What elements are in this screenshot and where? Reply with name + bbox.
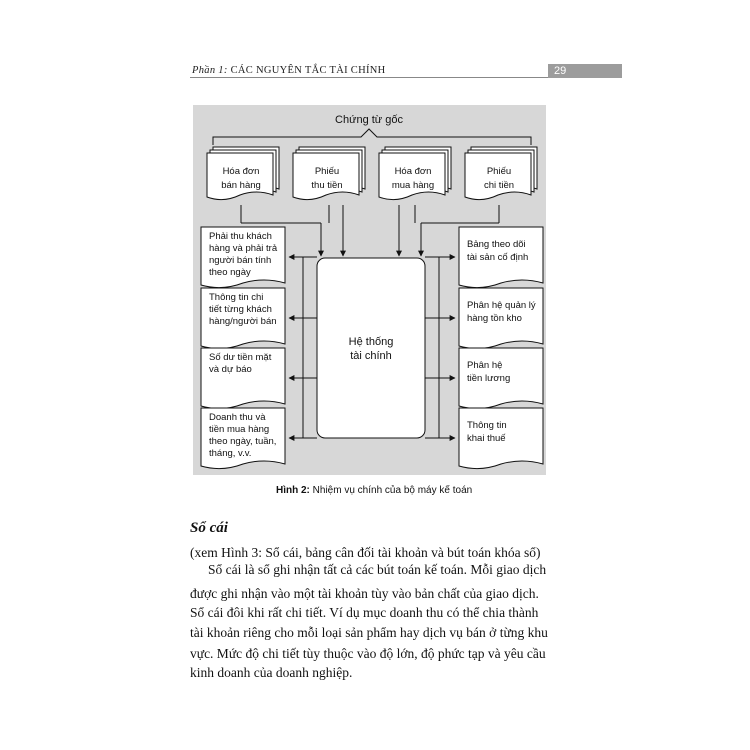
source-documents-label: Chứng từ gốc (335, 114, 403, 126)
left-output-label: Số dư tiền mặt (209, 352, 272, 363)
caption-label: Hình 2: (276, 485, 310, 496)
paragraph-line: vực. Mức độ chi tiết tùy thuộc vào độ lớ… (190, 646, 546, 661)
input-document-sheet (464, 152, 532, 201)
paragraph-line: được ghi nhận vào một tài khoản tùy vào … (190, 586, 539, 601)
input-document-label: bán hàng (221, 180, 261, 191)
paragraph-line: Sổ cái đôi khi rất chi tiết. Ví dụ mục d… (190, 605, 539, 620)
header-rule (190, 77, 548, 78)
input-document-label: mua hàng (392, 180, 434, 191)
input-document-label: chi tiền (484, 180, 514, 191)
input-document-label: Phiếu (315, 166, 339, 177)
left-output-label: và dự báo (209, 364, 252, 375)
input-document-sheet (292, 152, 360, 201)
right-output-document (458, 226, 544, 289)
header-title: Phần 1: CÁC NGUYÊN TẮC TÀI CHÍNH (192, 64, 386, 78)
left-output-label: Phải thu khách (209, 231, 272, 242)
left-output-label: tiết từng khách (209, 304, 272, 315)
left-output-label: hàng/người bán (209, 316, 277, 327)
right-output-label: hàng tồn kho (467, 313, 522, 324)
right-output-label: Bảng theo dõi (467, 239, 526, 250)
left-output-label: tiền mua hàng (209, 424, 269, 435)
figure-caption: Hình 2: Nhiệm vụ chính của bộ máy kế toá… (276, 485, 472, 496)
figure-reference: (xem Hình 3: Sổ cái, bảng cân đối tài kh… (190, 545, 541, 560)
header-chapter: CÁC NGUYÊN TẮC TÀI CHÍNH (230, 65, 386, 76)
right-output-label: tài sản cố định (467, 252, 528, 263)
right-output-label: Phân hệ (467, 360, 502, 371)
paragraph-line: kinh doanh của doanh nghiệp. (190, 665, 353, 680)
financial-system-label: Hệ thống (349, 336, 394, 348)
input-document-label: thu tiền (311, 180, 342, 191)
right-output-label: Thông tin (467, 420, 507, 431)
left-output-label: tháng, v.v. (209, 448, 251, 459)
left-output-document (200, 407, 286, 470)
right-output-label: tiền lương (467, 373, 510, 384)
section-title: Sổ cái (190, 520, 228, 536)
header-part: Phần 1: (192, 65, 228, 76)
left-output-label: người bán tính (209, 255, 271, 266)
paragraph-line: Sổ cái là sổ ghi nhận tất cả các bút toá… (208, 562, 547, 577)
paragraph-line: tài khoản riêng cho mỗi loại sản phẩm ha… (190, 625, 548, 640)
financial-system-box (316, 257, 426, 439)
right-output-document (458, 407, 544, 470)
financial-system-label: tài chính (350, 350, 392, 362)
caption-text: Nhiệm vụ chính của bộ máy kế toán (309, 485, 473, 496)
right-output-label: Phân hệ quản lý (467, 300, 536, 311)
input-document-sheet (378, 152, 446, 201)
left-output-label: Doanh thu và (209, 412, 266, 423)
left-output-label: hàng và phải trả (209, 243, 278, 254)
source-brace (212, 128, 532, 145)
page-number: 29 (548, 64, 622, 78)
left-output-label: theo ngày (209, 267, 251, 278)
right-output-label: khai thuế (467, 433, 506, 444)
input-document-sheet (206, 152, 274, 201)
input-document-label: Phiếu (487, 166, 511, 177)
input-document-label: Hóa đơn (223, 166, 260, 177)
left-output-document (200, 226, 286, 289)
running-header: Phần 1: CÁC NGUYÊN TẮC TÀI CHÍNH 29 (190, 64, 622, 78)
left-output-label: theo ngày, tuần, (209, 436, 276, 447)
left-output-label: Thông tin chi (209, 292, 263, 303)
input-document-label: Hóa đơn (395, 166, 432, 177)
